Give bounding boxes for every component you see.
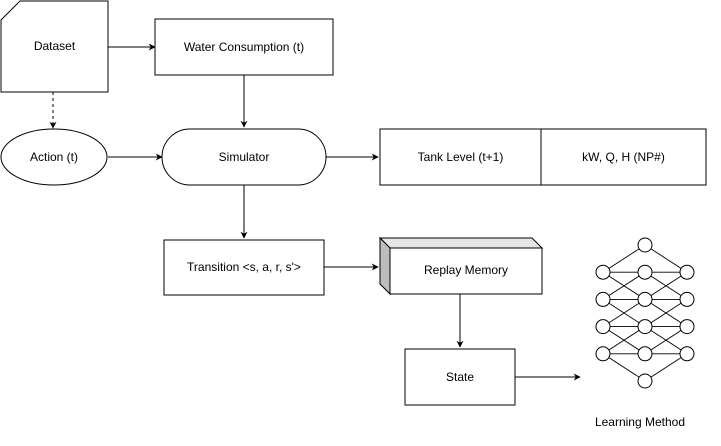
neural-network-icon bbox=[595, 237, 695, 389]
kw-q-h-label: kW, Q, H (NP#) bbox=[582, 150, 665, 164]
nn-output-node bbox=[679, 319, 695, 335]
water-consumption-node[interactable]: Water Consumption (t) bbox=[154, 18, 334, 76]
nn-connection bbox=[602, 299, 646, 327]
nn-input-node bbox=[595, 291, 611, 307]
nn-hidden-node bbox=[637, 346, 653, 362]
nn-connection bbox=[644, 271, 688, 300]
simulator-label: Simulator bbox=[219, 150, 270, 164]
dataset-label: Dataset bbox=[34, 39, 76, 53]
learning-method-label: Learning Method bbox=[595, 415, 685, 429]
transition-label: Transition <s, a, r, s'> bbox=[187, 260, 301, 274]
nn-connection bbox=[644, 326, 688, 355]
replay-memory-label: Replay Memory bbox=[424, 263, 508, 277]
nn-connection bbox=[644, 299, 688, 327]
tank-level-node[interactable]: Tank Level (t+1) bbox=[379, 128, 542, 186]
nn-output-node bbox=[679, 264, 695, 280]
action-label: Action (t) bbox=[30, 150, 78, 164]
nn-hidden-node bbox=[637, 319, 653, 335]
state-label: State bbox=[446, 370, 474, 384]
nn-connection bbox=[644, 244, 688, 273]
replay-memory-node[interactable]: Replay Memory bbox=[378, 236, 544, 296]
edges bbox=[49, 43, 581, 381]
nn-output-node bbox=[679, 346, 695, 362]
nn-hidden-node bbox=[637, 237, 653, 253]
nn-input-node bbox=[595, 264, 611, 280]
action-node[interactable]: Action (t) bbox=[0, 128, 108, 186]
nn-hidden-node bbox=[637, 264, 653, 280]
nn-connection bbox=[602, 244, 646, 273]
nn-connection bbox=[602, 326, 646, 355]
nn-input-node bbox=[595, 346, 611, 362]
simulator-node[interactable]: Simulator bbox=[161, 128, 327, 186]
nn-connection bbox=[602, 271, 646, 300]
nn-connection bbox=[602, 353, 646, 382]
kw-q-h-node[interactable]: kW, Q, H (NP#) bbox=[540, 128, 707, 186]
state-node[interactable]: State bbox=[404, 348, 516, 406]
nn-input-node bbox=[595, 319, 611, 335]
nn-connection bbox=[644, 353, 688, 382]
nn-hidden-node bbox=[637, 291, 653, 307]
dataset-node[interactable]: Dataset bbox=[0, 0, 109, 93]
transition-node[interactable]: Transition <s, a, r, s'> bbox=[163, 239, 325, 296]
nn-output-node bbox=[679, 291, 695, 307]
water-consumption-label: Water Consumption (t) bbox=[184, 40, 304, 54]
nn-hidden-node bbox=[637, 373, 653, 389]
tank-level-label: Tank Level (t+1) bbox=[418, 150, 504, 164]
